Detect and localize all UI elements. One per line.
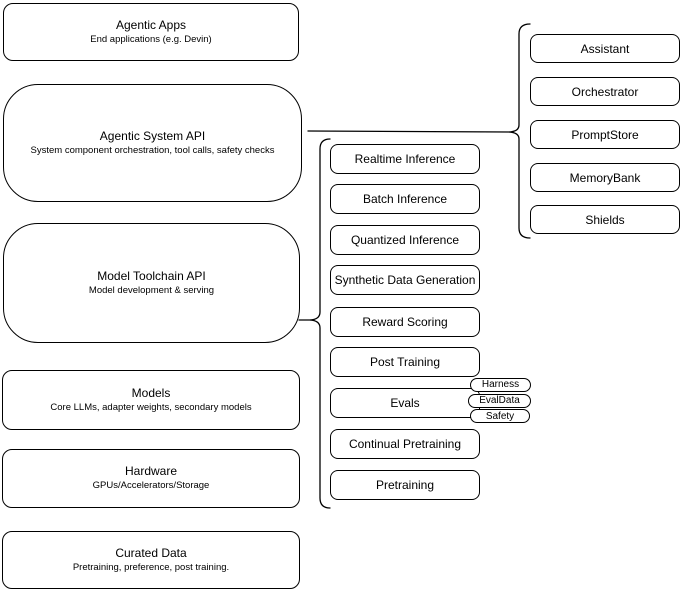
service-label: Batch Inference xyxy=(362,192,448,206)
service-label: Quantized Inference xyxy=(350,233,460,247)
service-label: Realtime Inference xyxy=(354,152,456,166)
evals-tag-safety: Safety xyxy=(470,409,530,423)
evals-tag-label: Harness xyxy=(481,379,520,391)
layer-box-model-toolchain-api: Model Toolchain API Model development & … xyxy=(3,223,300,343)
layer-title: Models xyxy=(131,385,171,400)
component-label: PromptStore xyxy=(571,127,639,142)
layer-subtitle: GPUs/Accelerators/Storage xyxy=(92,480,210,491)
evals-tag-label: EvalData xyxy=(479,395,520,407)
layer-subtitle: Core LLMs, adapter weights, secondary mo… xyxy=(50,401,252,413)
component-box-orchestrator: Orchestrator xyxy=(530,77,680,106)
system-connector-line xyxy=(307,130,510,133)
service-box-quantized-inference: Quantized Inference xyxy=(330,225,480,255)
service-box-batch-inference: Batch Inference xyxy=(330,184,480,214)
service-label: Pretraining xyxy=(375,478,435,492)
layer-title: Model Toolchain API xyxy=(97,268,206,283)
service-box-evals: Evals xyxy=(330,388,480,418)
component-box-assistant: Assistant xyxy=(530,34,680,63)
service-label: Evals xyxy=(390,396,420,410)
service-label: Reward Scoring xyxy=(362,315,448,329)
layer-box-models: Models Core LLMs, adapter weights, secon… xyxy=(2,370,300,430)
layer-box-agentic-apps: Agentic Apps End applications (e.g. Devi… xyxy=(3,3,299,61)
layer-subtitle: Model development & serving xyxy=(88,284,215,296)
service-box-post-training: Post Training xyxy=(330,347,480,377)
layer-subtitle: Pretraining, preference, post training. xyxy=(72,561,230,573)
layer-title: Agentic System API xyxy=(99,128,206,143)
layer-subtitle: System component orchestration, tool cal… xyxy=(30,144,275,156)
service-box-continual-pretraining: Continual Pretraining xyxy=(330,429,480,459)
toolchain-brace xyxy=(309,138,331,509)
service-label: Synthetic Data Generation xyxy=(334,273,476,287)
service-label: Continual Pretraining xyxy=(348,437,462,451)
service-box-synthetic-data-generation: Synthetic Data Generation xyxy=(330,265,480,295)
layer-box-agentic-system-api: Agentic System API System component orch… xyxy=(3,84,302,202)
layer-subtitle: End applications (e.g. Devin) xyxy=(90,33,212,45)
layer-title: Curated Data xyxy=(115,545,187,560)
service-box-pretraining: Pretraining xyxy=(330,470,480,500)
component-label: MemoryBank xyxy=(569,170,641,185)
layer-box-hardware: Hardware GPUs/Accelerators/Storage xyxy=(2,449,300,508)
layer-title: Agentic Apps xyxy=(115,17,187,32)
component-box-promptstore: PromptStore xyxy=(530,120,680,149)
component-label: Orchestrator xyxy=(571,84,639,99)
service-label: Post Training xyxy=(369,355,441,369)
component-label: Shields xyxy=(585,212,625,227)
component-box-memorybank: MemoryBank xyxy=(530,163,680,192)
evals-tag-evaldata: EvalData xyxy=(468,394,531,408)
layer-box-curated-data: Curated Data Pretraining, preference, po… xyxy=(2,531,300,589)
evals-tag-label: Safety xyxy=(485,410,515,422)
service-box-realtime-inference: Realtime Inference xyxy=(330,144,480,174)
service-box-reward-scoring: Reward Scoring xyxy=(330,307,480,337)
system-bracket xyxy=(508,23,531,239)
evals-tag-harness: Harness xyxy=(470,378,531,392)
component-label: Assistant xyxy=(580,41,630,56)
component-box-shields: Shields xyxy=(530,205,680,234)
layer-title: Hardware xyxy=(124,464,178,478)
